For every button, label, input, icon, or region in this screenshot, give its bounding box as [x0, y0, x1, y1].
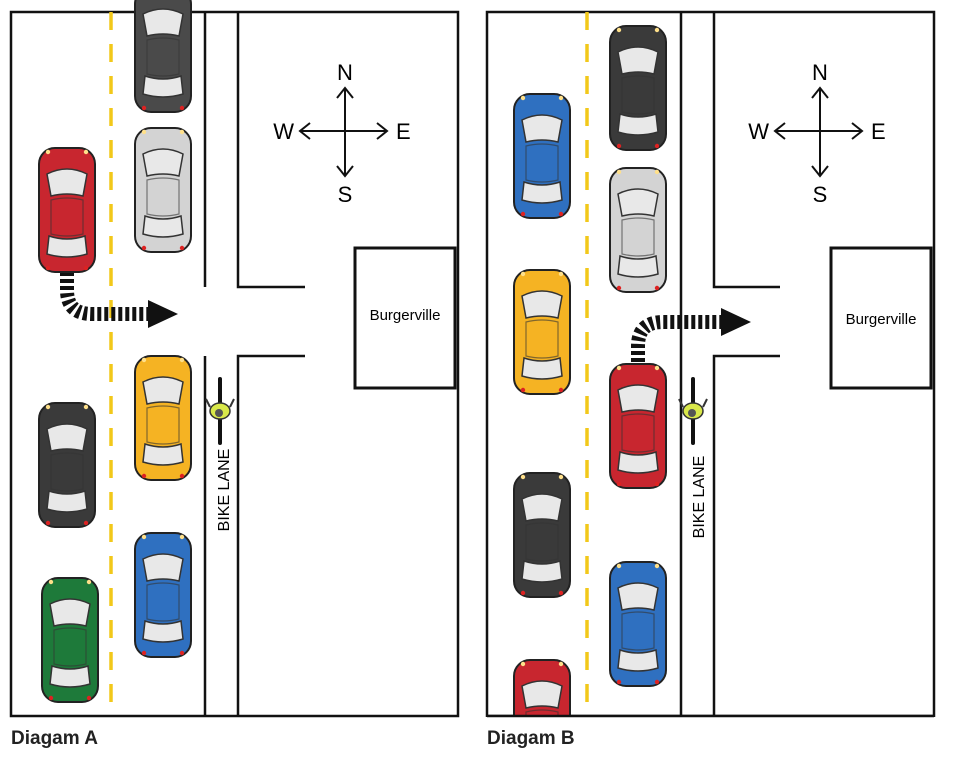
- car-red-turning: [609, 363, 667, 489]
- bike-lane-label: BIKE LANE: [691, 456, 708, 539]
- compass-south-label: S: [813, 182, 828, 207]
- cyclist-icon: [205, 377, 235, 445]
- road-edges: [203, 12, 305, 716]
- car-red-turning: [38, 147, 96, 273]
- compass-east-label: E: [871, 119, 886, 144]
- car-blue-lower: [609, 561, 667, 687]
- diagram-b-drawing: Burgerville N S E W BIKE LANE: [475, 10, 945, 764]
- car-blue-top: [513, 93, 571, 219]
- diagram-b: Burgerville N S E W BIKE LANE: [475, 0, 945, 764]
- car-silver: [134, 127, 192, 253]
- compass: [773, 86, 864, 178]
- car-yellow: [134, 355, 192, 481]
- compass-east-label: E: [396, 119, 411, 144]
- burgerville-building: [353, 246, 457, 390]
- diagram-b-caption: Diagam B: [487, 728, 575, 749]
- burgerville-building: [829, 246, 933, 390]
- car-blue: [134, 532, 192, 658]
- building-label: Burgerville: [846, 311, 917, 328]
- car-black: [38, 402, 96, 528]
- road-edges: [679, 12, 780, 716]
- car-black-lower: [513, 472, 571, 598]
- cyclist-icon: [678, 377, 708, 445]
- car-green: [41, 577, 99, 703]
- car-black: [609, 25, 667, 151]
- building-label: Burgerville: [370, 307, 441, 324]
- compass: [298, 86, 389, 178]
- turn-arrow: [631, 308, 751, 362]
- compass-west-label: W: [748, 119, 769, 144]
- compass-west-label: W: [273, 119, 294, 144]
- diagram-a: Burgerville N S E W BIKE LANE: [0, 0, 470, 764]
- diagram-a-drawing: Burgerville N S E W BIKE LANE: [9, 0, 460, 718]
- bike-lane-label: BIKE LANE: [216, 449, 233, 532]
- compass-south-label: S: [338, 182, 353, 207]
- car-silver: [609, 167, 667, 293]
- compass-north-label: N: [337, 60, 353, 85]
- car-yellow: [513, 269, 571, 395]
- compass-north-label: N: [812, 60, 828, 85]
- diagram-a-caption: Diagam A: [11, 728, 98, 749]
- turn-arrow: [60, 272, 178, 328]
- car-gray-dark: [134, 0, 192, 113]
